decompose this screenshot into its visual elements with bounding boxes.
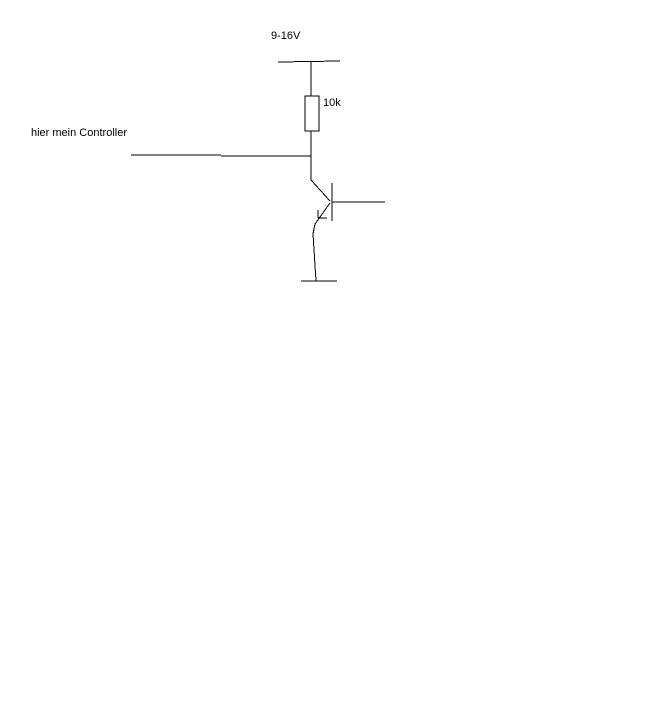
supply-voltage-label: 9-16V (271, 30, 301, 42)
emitter-wire (312, 233, 317, 282)
controller-input-label: hier mein Controller (31, 127, 127, 139)
resistor-value-label: 10k (323, 97, 341, 109)
supply-rail (277, 60, 341, 63)
transistor-upper-lead (310, 179, 331, 202)
resistor-body (304, 95, 320, 132)
emitter-wire-jog (312, 223, 316, 235)
transistor-lower-lead (314, 202, 331, 225)
